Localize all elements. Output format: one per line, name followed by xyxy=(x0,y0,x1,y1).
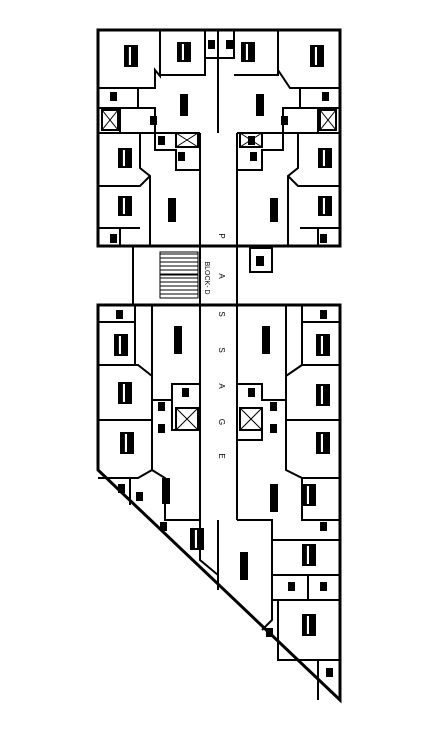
toilet-icon xyxy=(150,116,157,125)
toilet-icon xyxy=(226,40,233,49)
bed-icon xyxy=(310,45,324,67)
bed-icon xyxy=(316,384,330,406)
toilet-icon xyxy=(116,310,123,319)
toilet-icon xyxy=(250,152,257,161)
toilet-icon xyxy=(288,582,295,591)
toilet-icon xyxy=(281,116,288,125)
toilet-icon xyxy=(182,388,189,397)
toilet-icon xyxy=(248,136,255,145)
corridor-letter-a2: A xyxy=(217,383,226,389)
toilet-icon xyxy=(320,234,327,243)
bed-icon xyxy=(318,148,332,168)
toilet-icon xyxy=(326,668,333,677)
bed-icon xyxy=(302,484,316,506)
toilet-icon xyxy=(158,136,165,145)
bed-icon xyxy=(177,42,191,62)
sofa-icon xyxy=(174,326,182,354)
corridor-letter-s1: S xyxy=(217,311,226,316)
bed-icon xyxy=(241,42,255,62)
toilet-icon xyxy=(118,484,125,493)
bed-icon xyxy=(124,45,138,67)
corridor xyxy=(199,133,238,520)
bed-icon xyxy=(316,334,330,356)
toilet-icon xyxy=(266,628,273,637)
corridor-letters: P A S S A G E xyxy=(217,233,226,458)
bed-icon xyxy=(318,196,332,216)
bed-icon xyxy=(316,432,330,454)
bed-icon xyxy=(114,334,128,356)
sofa-icon xyxy=(256,94,264,116)
bed-icon xyxy=(302,614,316,636)
bed-icon xyxy=(190,528,204,550)
toilet-icon xyxy=(110,234,117,243)
bed-icon xyxy=(118,196,132,216)
sofa-icon xyxy=(162,478,170,504)
bed-icon xyxy=(120,432,134,454)
toilet-icon xyxy=(158,424,165,433)
block-label: BLOCK- D xyxy=(203,261,210,294)
toilet-icon xyxy=(160,522,167,531)
toilet-icon xyxy=(270,402,277,411)
toilet-icon xyxy=(136,492,143,501)
toilet-icon xyxy=(270,424,277,433)
toilet-icon xyxy=(248,388,255,397)
corridor-letter-g: G xyxy=(217,419,226,425)
bed-icon xyxy=(118,382,132,404)
staircase xyxy=(132,246,273,305)
fixtures xyxy=(110,40,333,677)
toilet-icon xyxy=(320,582,327,591)
toilet-icon xyxy=(320,310,327,319)
sofa-icon xyxy=(262,326,270,354)
sofa-icon xyxy=(240,552,248,580)
bed-icon xyxy=(302,544,316,566)
sofa-icon xyxy=(168,198,176,222)
toilet-icon xyxy=(178,152,185,161)
toilet-icon xyxy=(208,40,215,49)
toilet-icon xyxy=(158,402,165,411)
corridor-letter-e: E xyxy=(217,453,226,458)
toilet-icon xyxy=(320,522,327,531)
toilet-icon xyxy=(110,92,117,101)
corridor-letter-a: A xyxy=(217,273,226,279)
corridor-letter-s2: S xyxy=(217,347,226,352)
toilet-icon xyxy=(322,92,329,101)
corridor-letter-p: P xyxy=(217,233,226,238)
sofa-icon xyxy=(180,94,188,116)
sofa-icon xyxy=(270,484,278,512)
sofa-icon xyxy=(270,198,278,222)
bed-icon xyxy=(118,148,132,168)
